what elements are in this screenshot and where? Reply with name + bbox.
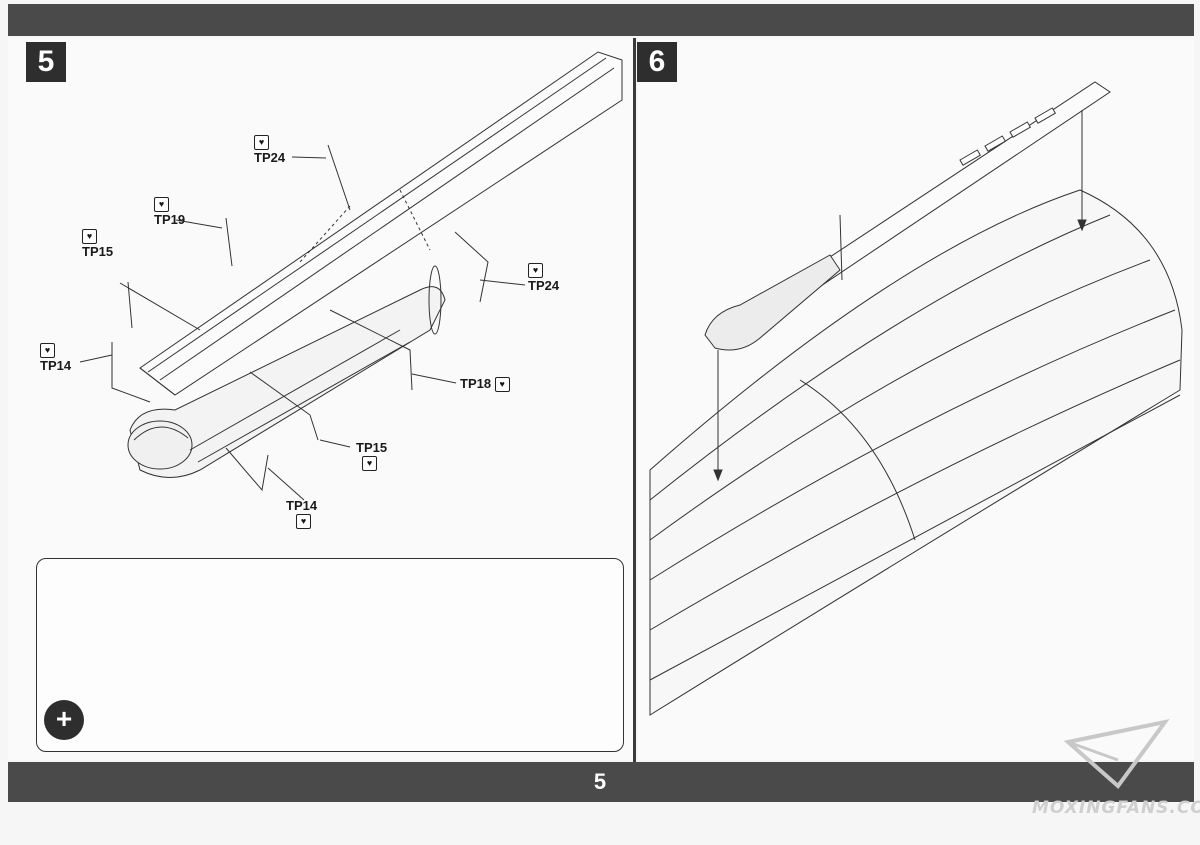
label-tp18: TP18 ♥ (460, 376, 510, 393)
side-view-detail-box (36, 558, 624, 752)
label-tp14-left: ♥ TP14 (40, 343, 72, 374)
broken-heart-icon: ♥ (296, 514, 311, 530)
bottom-bar (8, 762, 1194, 802)
label-tp14-bottom: TP14 ♥ (286, 498, 317, 530)
magnify-plus-icon: + (44, 700, 84, 740)
top-bar (8, 4, 1194, 36)
page-number: 5 (593, 769, 607, 794)
broken-heart-icon: ♥ (82, 229, 97, 245)
label-tp15-bottom: TP15 ♥ (356, 440, 387, 472)
broken-heart-icon: ♥ (254, 135, 269, 151)
step-6-number: 6 (637, 42, 677, 82)
step-5-number: 5 (26, 42, 66, 82)
broken-heart-icon: ♥ (154, 197, 169, 213)
label-tp19: ♥ TP19 (154, 197, 186, 228)
broken-heart-icon: ♥ (528, 263, 543, 279)
broken-heart-icon: ♥ (362, 456, 377, 472)
label-tp24-top: ♥ TP24 (254, 135, 286, 166)
panel-divider (633, 38, 636, 762)
broken-heart-icon: ♥ (40, 343, 55, 359)
broken-heart-icon: ♥ (494, 377, 510, 393)
watermark-text: MOXINGFANS.COM (1032, 798, 1200, 818)
label-tp24-right: ♥ TP24 (528, 263, 560, 294)
label-tp15-left: ♥ TP15 (82, 229, 114, 260)
